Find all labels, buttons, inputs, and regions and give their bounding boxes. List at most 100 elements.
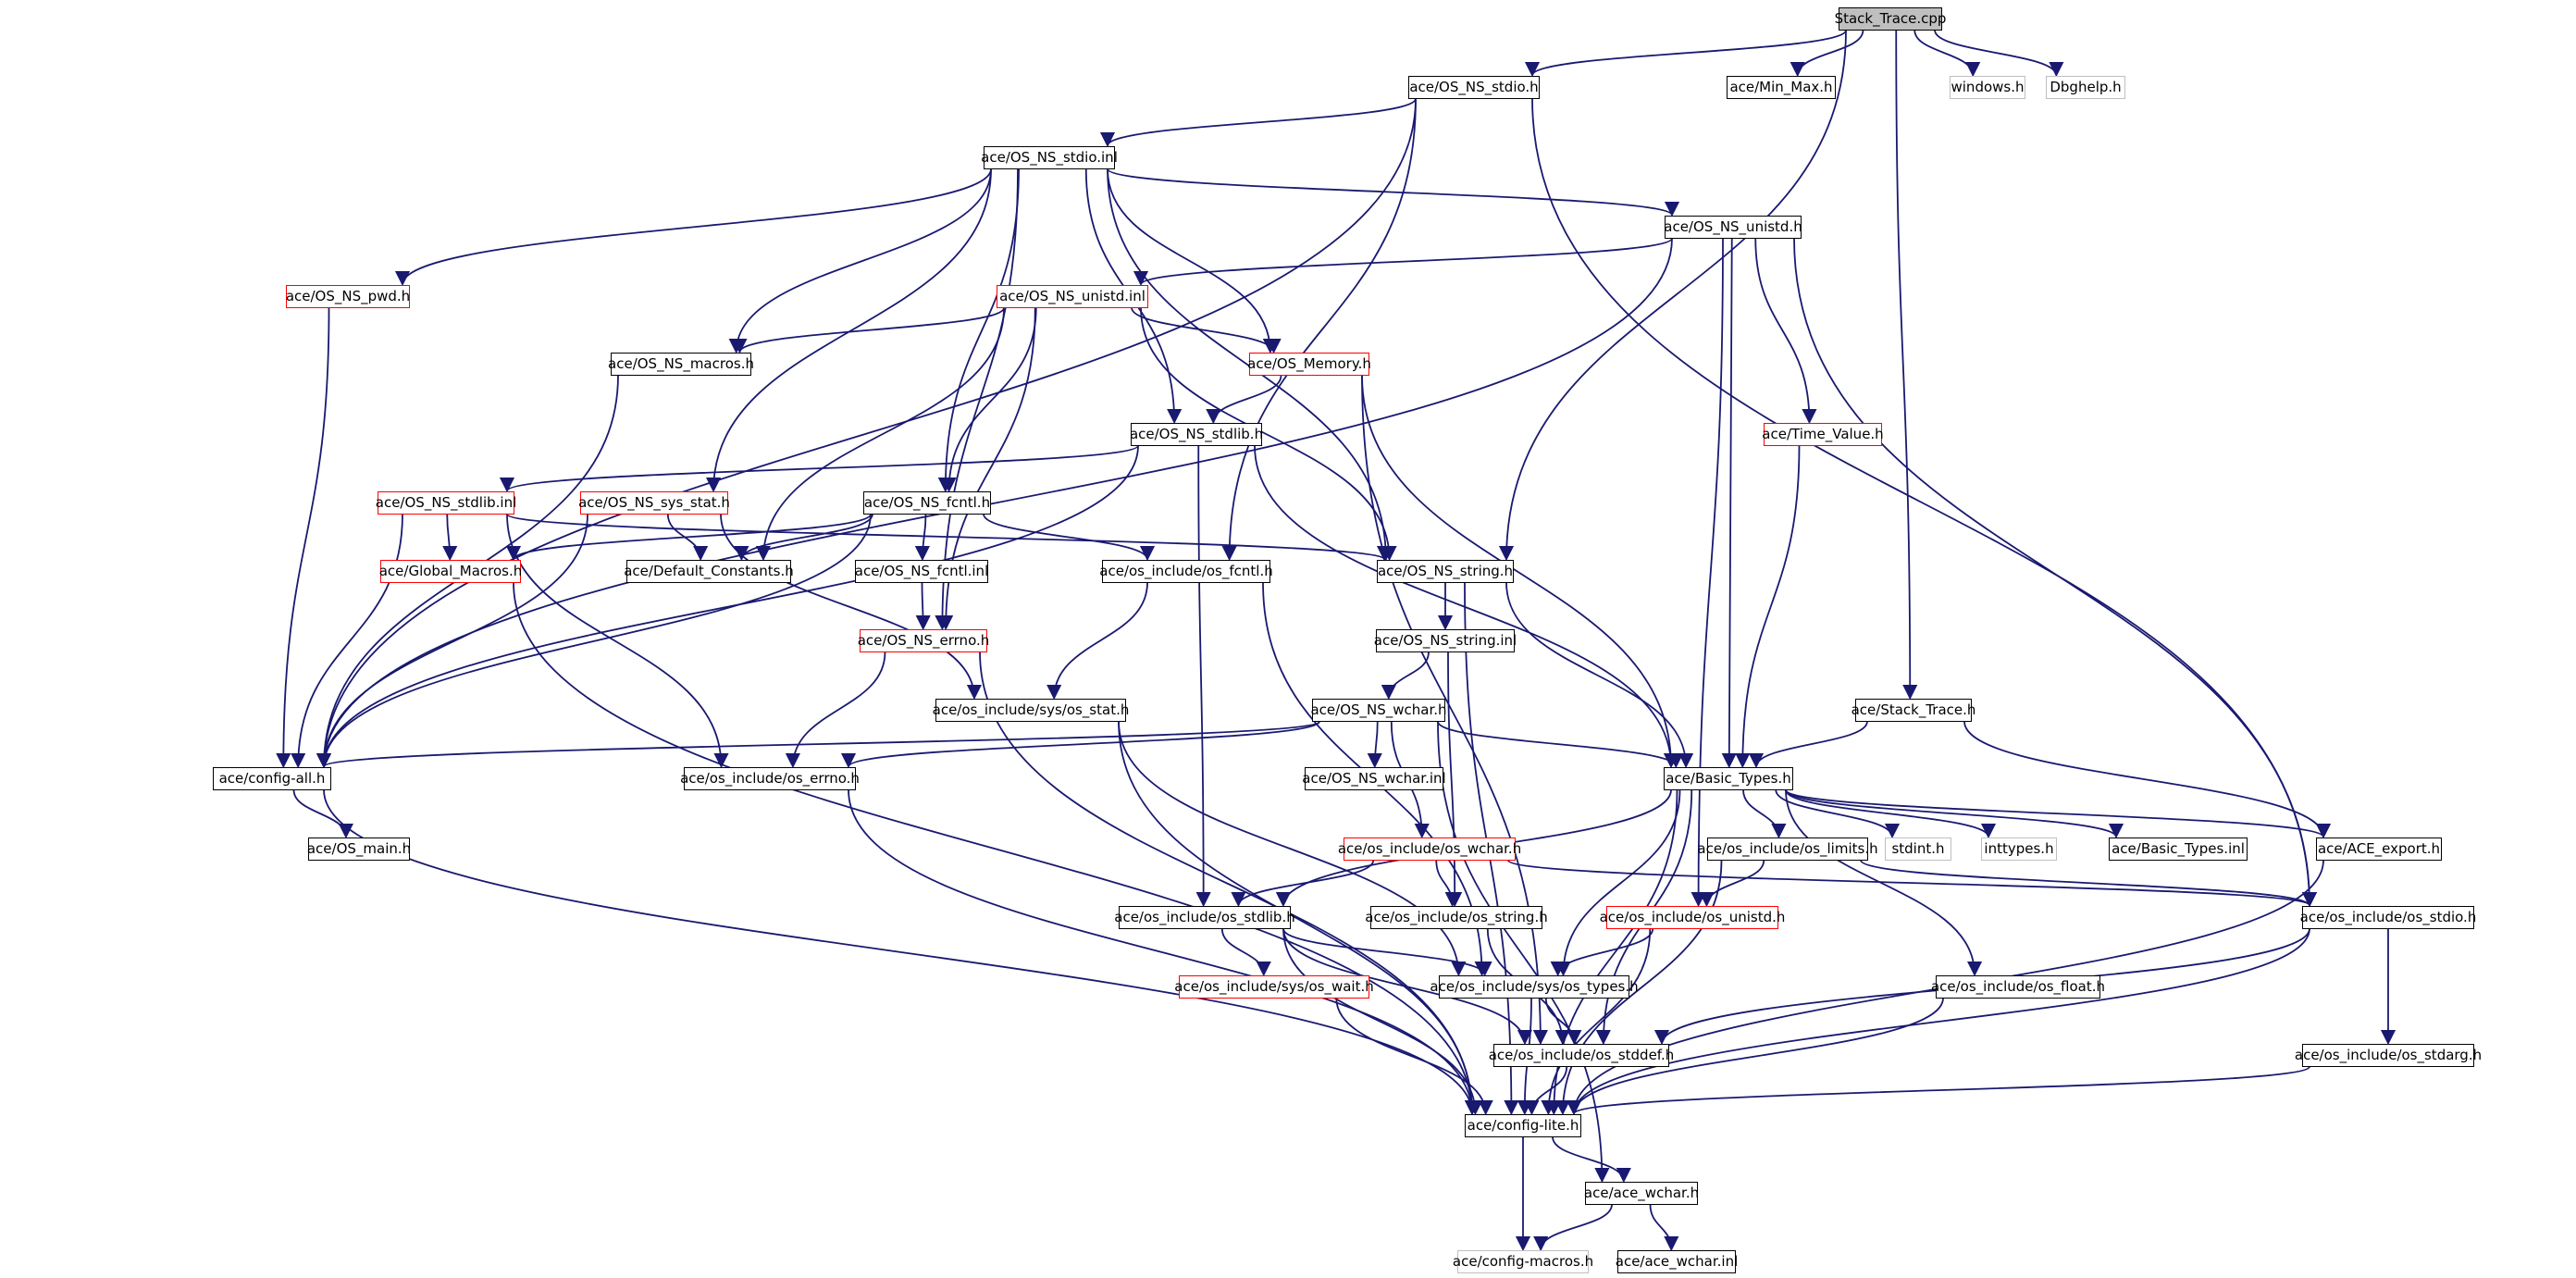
node-acewchar_h[interactable]: ace/ace_wchar.h — [1584, 1181, 1699, 1205]
edge-root-to-osnsstring_h — [1498, 30, 1847, 562]
edge-osnsstdlib_h-to-basictypes_h — [1254, 445, 1679, 769]
node-stacktrace_h[interactable]: ace/Stack_Trace.h — [1852, 698, 1975, 722]
node-osincstdlib[interactable]: ace/os_include/os_stdlib.h — [1114, 905, 1295, 929]
edge-basictypes_h-to-osinclimits — [1742, 789, 1787, 839]
edge-osnsstdio_inl-to-osmemory — [1107, 168, 1278, 354]
edge-osmemory-to-basictypes_h — [1361, 375, 1679, 769]
edge-root-to-osnsstdio_h — [1525, 30, 1847, 78]
edge-osnsstdlib_inl-to-configall — [291, 514, 403, 769]
node-timevalue[interactable]: ace/Time_Value.h — [1762, 422, 1884, 446]
node-minmax[interactable]: ace/Min_Max.h — [1727, 75, 1836, 99]
dependency-edges — [276, 30, 2396, 1252]
node-osnsunistd_h[interactable]: ace/OS_NS_unistd.h — [1664, 215, 1802, 239]
edge-osnsstdlib_h-to-configall — [316, 445, 1139, 769]
edge-osincfcntl-to-osincsysstat — [1046, 582, 1148, 701]
edge-osnsfcntl_h-to-osincfcntl — [983, 514, 1155, 562]
node-root[interactable]: Stack_Trace.cpp — [1835, 6, 1946, 31]
edge-osnsunistd_inl-to-osnsfcntl_h — [941, 307, 1037, 493]
node-inttypes[interactable]: inttypes.h — [1981, 837, 2057, 861]
edge-osnsfcntl_h-to-osnsfcntl_inl — [914, 514, 931, 562]
node-osinclimits[interactable]: ace/os_include/os_limits.h — [1697, 837, 1878, 861]
node-basictypes_inl[interactable]: ace/Basic_Types.inl — [2109, 837, 2248, 861]
edge-osnsstdio_h-to-osincfcntl — [1221, 98, 1417, 562]
edge-stacktrace_h-to-aceexport — [1963, 721, 2332, 839]
node-osincsyswait[interactable]: ace/os_include/sys/os_wait.h — [1174, 974, 1374, 999]
node-osincfloat[interactable]: ace/os_include/os_float.h — [1931, 974, 2105, 999]
node-osincstring[interactable]: ace/os_include/os_string.h — [1365, 905, 1548, 929]
node-osincsystypes[interactable]: ace/os_include/sys/os_types.h — [1430, 974, 1639, 999]
edge-osnsstdio_h-to-configall — [316, 98, 1417, 769]
node-acewchar_inl[interactable]: ace/ace_wchar.inl — [1616, 1249, 1738, 1273]
edge-osnsunistd_h-to-basictypes_h — [1721, 238, 1737, 769]
edge-osnsfcntl_h-to-defaultconst — [734, 514, 873, 562]
edge-osnssysstat-to-configall — [316, 514, 588, 769]
node-osnsstdlib_h[interactable]: ace/OS_NS_stdlib.h — [1130, 422, 1263, 446]
edge-timevalue-to-basictypes_h — [1735, 445, 1801, 769]
node-configmacros[interactable]: ace/config-macros.h — [1453, 1249, 1593, 1273]
node-osincstddef[interactable]: ace/os_include/os_stddef.h — [1489, 1043, 1674, 1067]
edge-osnsstdlib_inl-to-globalmacros — [442, 514, 458, 562]
node-osnswchar_inl[interactable]: ace/OS_NS_wchar.inl — [1302, 766, 1446, 790]
node-osnsstring_h[interactable]: ace/OS_NS_string.h — [1377, 559, 1514, 583]
node-basictypes_h[interactable]: ace/Basic_Types.h — [1664, 766, 1793, 790]
node-osmemory[interactable]: ace/OS_Memory.h — [1247, 352, 1371, 376]
edge-root-to-minmax — [1790, 30, 1864, 78]
edge-osnsstdlib_h-to-osnsstdlib_inl — [500, 444, 1139, 493]
node-osincwchar[interactable]: ace/os_include/os_wchar.h — [1338, 837, 1521, 861]
node-stdint[interactable]: stdint.h — [1885, 837, 1951, 861]
edge-basictypes_h-to-osincsystypes — [1555, 789, 1681, 977]
edge-osnsunistd_h-to-timevalue — [1754, 238, 1817, 425]
edge-osnsunistd_h-to-osincunistd — [1690, 238, 1724, 908]
edge-osnserrno-to-osincerrno — [785, 651, 886, 769]
edge-osnsunistd_h-to-osincstdio — [1793, 238, 2318, 908]
node-osmain[interactable]: ace/OS_main.h — [307, 837, 411, 861]
node-dbghelp[interactable]: Dbghelp.h — [2046, 75, 2125, 99]
edge-osnsstdio_h-to-osincstdio — [1531, 98, 2318, 908]
node-configlite[interactable]: ace/config-lite.h — [1465, 1113, 1581, 1137]
edge-basictypes_h-to-aceexport — [1785, 788, 2331, 839]
node-osnsstdio_h[interactable]: ace/OS_NS_stdio.h — [1408, 75, 1540, 99]
edge-osnswchar_h-to-configall — [316, 720, 1320, 769]
edge-configall-to-osmain — [292, 789, 353, 839]
edge-osincsyswait-to-configlite — [1335, 998, 1493, 1116]
edge-configlite-to-acewchar_h — [1552, 1136, 1631, 1184]
node-osincstdarg[interactable]: ace/os_include/os_stdarg.h — [2295, 1043, 2482, 1067]
node-osnsstdio_inl[interactable]: ace/OS_NS_stdio.inl — [981, 145, 1118, 169]
edge-osnssysstat-to-osincsysstat — [720, 514, 983, 701]
edge-osnsunistd_inl-to-osnsmacros — [732, 307, 1005, 354]
node-osnserrno[interactable]: ace/OS_NS_errno.h — [858, 628, 989, 652]
edge-osnsstdlib_h-to-osincstdlib — [1195, 445, 1211, 908]
node-defaultconst[interactable]: ace/Default_Constants.h — [624, 559, 794, 583]
node-globalmacros[interactable]: ace/Global_Macros.h — [379, 559, 522, 583]
node-osincunistd[interactable]: ace/os_include/os_unistd.h — [1600, 905, 1785, 929]
edge-osnsfcntl_h-to-configall — [316, 514, 872, 769]
node-osnspwd[interactable]: ace/OS_NS_pwd.h — [286, 284, 410, 308]
node-osincerrno[interactable]: ace/os_include/os_errno.h — [680, 766, 860, 790]
node-osincstdio[interactable]: ace/os_include/os_stdio.h — [2300, 905, 2476, 929]
node-osnsstring_inl[interactable]: ace/OS_NS_string.inl — [1374, 628, 1517, 652]
edge-osnswchar_h-to-osincerrno — [841, 720, 1320, 769]
node-configall[interactable]: ace/config-all.h — [213, 766, 331, 790]
node-osnssysstat[interactable]: ace/OS_NS_sys_stat.h — [578, 490, 730, 515]
edge-acewchar_h-to-acewchar_inl — [1649, 1204, 1679, 1252]
node-osnsstdlib_inl[interactable]: ace/OS_NS_stdlib.inl — [376, 490, 516, 515]
edge-osincsysstat-to-configlite — [1118, 721, 1480, 1116]
edge-osnsstring_inl-to-osincstring — [1447, 651, 1463, 908]
edge-osinclimits-to-osincstdio — [1860, 859, 2317, 908]
edge-osincstddef-to-configlite — [1524, 1066, 1568, 1116]
node-osnswchar_h[interactable]: ace/OS_NS_wchar.h — [1310, 698, 1447, 722]
edge-osnsunistd_inl-to-osnsstring_h — [1140, 307, 1397, 562]
edge-osnsstring_h-to-basictypes_h — [1505, 582, 1694, 769]
edge-osnsfcntl_h-to-globalmacros — [506, 513, 872, 562]
edge-osincsystypes-to-osincstddef — [1544, 998, 1582, 1046]
node-windows[interactable]: windows.h — [1950, 75, 2025, 99]
node-osnsmacros[interactable]: ace/OS_NS_macros.h — [608, 352, 754, 376]
edge-osnsstdio_h-to-osnsstdio_inl — [1100, 98, 1417, 148]
node-osincfcntl[interactable]: ace/os_include/os_fcntl.h — [1099, 559, 1273, 583]
edge-osmemory-to-osnsstdlib_h — [1206, 375, 1282, 425]
node-osnsfcntl_inl[interactable]: ace/OS_NS_fcntl.inl — [855, 559, 988, 583]
node-osnsfcntl_h[interactable]: ace/OS_NS_fcntl.h — [863, 490, 991, 515]
node-aceexport[interactable]: ace/ACE_export.h — [2316, 837, 2442, 861]
node-osnsunistd_inl[interactable]: ace/OS_NS_unistd.inl — [997, 284, 1148, 308]
node-osincsysstat[interactable]: ace/os_include/sys/os_stat.h — [933, 698, 1129, 722]
